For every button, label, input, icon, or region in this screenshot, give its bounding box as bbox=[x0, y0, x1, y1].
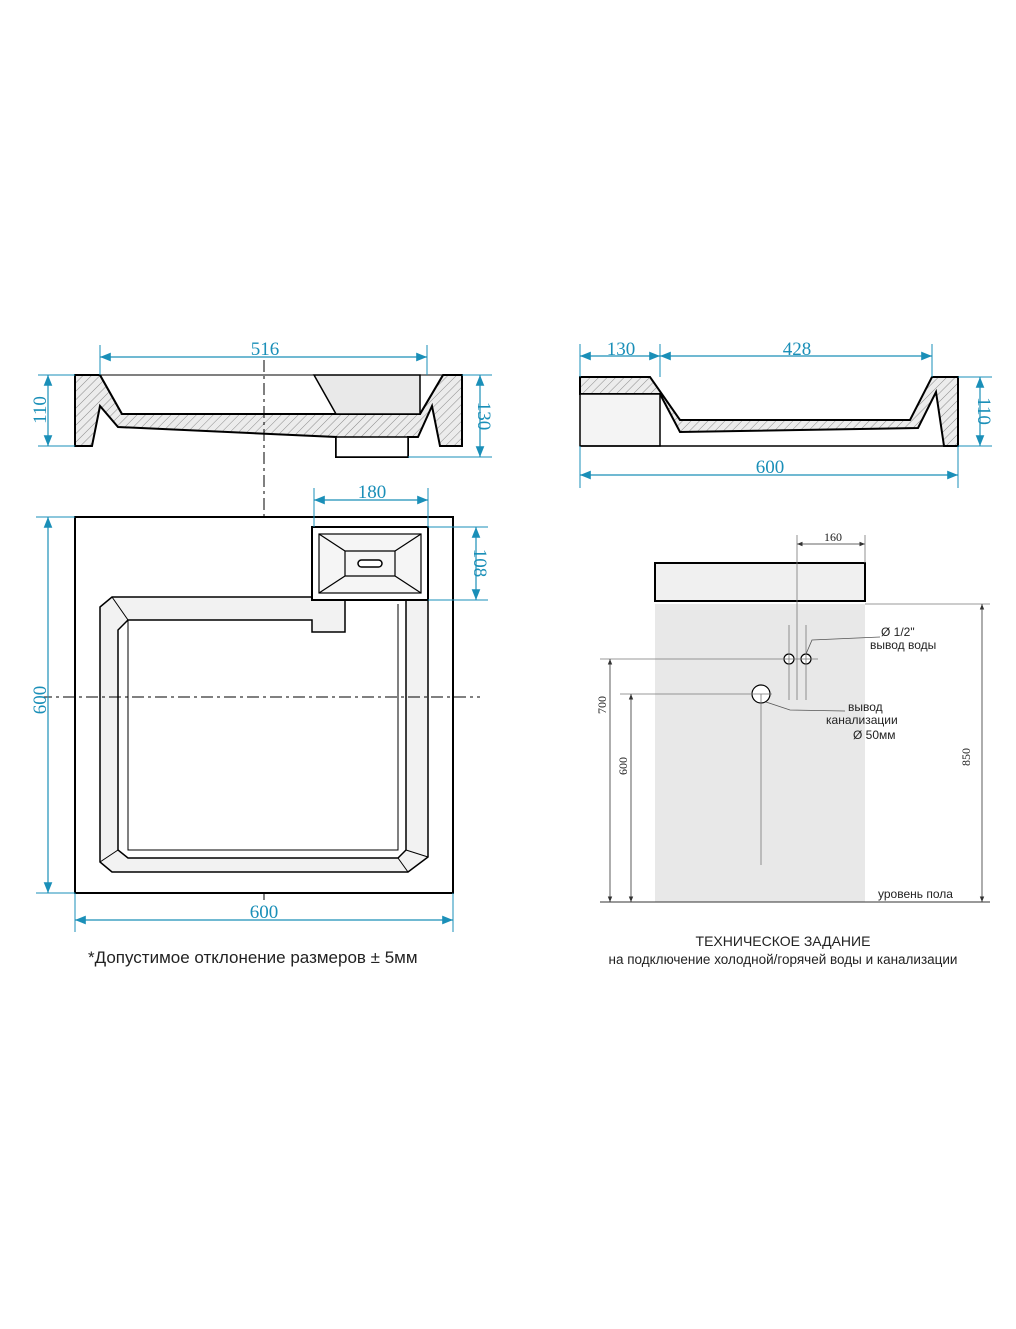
dim-130-right-label: 130 bbox=[473, 402, 494, 431]
water-outlet-diameter: Ø 1/2" bbox=[881, 625, 915, 639]
wall-area bbox=[655, 604, 865, 902]
drain-diameter: Ø 50мм bbox=[853, 728, 896, 742]
dim-700-label: 700 bbox=[595, 696, 609, 714]
drain-label-line1: вывод bbox=[848, 700, 883, 714]
dim-600-left-label: 600 bbox=[30, 686, 51, 715]
front-drain-block bbox=[335, 436, 409, 458]
side-ledge-block bbox=[579, 393, 661, 447]
dim-110-side-label: 110 bbox=[973, 397, 994, 425]
spec-title: ТЕХНИЧЕСКОЕ ЗАДАНИЕ bbox=[696, 933, 871, 949]
dim-600-bottom-label: 600 bbox=[250, 902, 279, 923]
dim-160-label: 160 bbox=[824, 530, 842, 544]
dim-600-side-label: 600 bbox=[756, 457, 785, 478]
dim-516-label: 516 bbox=[251, 339, 280, 360]
dim-850-label: 850 bbox=[959, 748, 973, 766]
tolerance-note: *Допустимое отклонение размеров ± 5мм bbox=[88, 948, 418, 967]
top-plan-view: 180 108 600 600 bbox=[30, 482, 490, 932]
front-soap-tray-section bbox=[312, 374, 421, 415]
floor-label: уровень пола bbox=[878, 887, 953, 901]
side-section-view: 130 428 600 110 bbox=[579, 339, 994, 488]
dim-180-label: 180 bbox=[358, 482, 387, 503]
dim-130-side-label: 130 bbox=[607, 339, 636, 360]
dim-600-scheme-label: 600 bbox=[616, 757, 630, 775]
water-outlet-label: вывод воды bbox=[870, 638, 936, 652]
dim-110-left-label: 110 bbox=[30, 396, 51, 424]
dim-108-label: 108 bbox=[469, 549, 490, 578]
scheme-basin-block bbox=[654, 562, 866, 602]
dim-428-label: 428 bbox=[783, 339, 812, 360]
soap-tray-drain-slot bbox=[357, 559, 383, 568]
drain-label-line2: канализации bbox=[826, 713, 898, 727]
installation-scheme: 160 Ø 1/2" вывод воды вывод канализации … bbox=[595, 530, 990, 903]
spec-subtitle: на подключение холодной/горячей воды и к… bbox=[609, 952, 958, 967]
